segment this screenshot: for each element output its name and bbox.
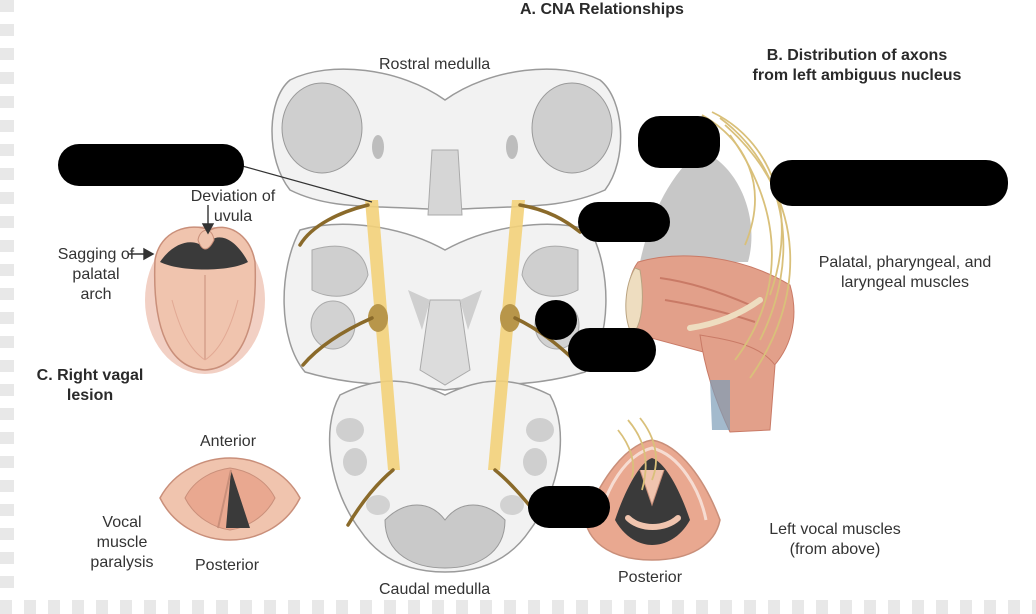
deviation-line1: Deviation of — [190, 188, 276, 205]
redaction-blob-2 — [638, 116, 720, 168]
sagging-line2: palatal — [72, 266, 120, 283]
title-c-line2: lesion — [66, 387, 114, 404]
posterior-left-label: Posterior — [195, 557, 260, 574]
caudal-medulla-section — [328, 380, 562, 573]
oral-cavity-illustration — [145, 226, 265, 374]
title-b-line1: B. Distribution of axons — [766, 47, 948, 64]
vocal-folds-paralysis — [159, 457, 301, 541]
checker-border-left — [0, 0, 14, 614]
deviation-arrow — [201, 205, 215, 235]
palatal-line1: Palatal, pharyngeal, and — [818, 254, 992, 271]
redaction-blob-5 — [535, 300, 577, 340]
redaction-blob-7 — [528, 486, 610, 528]
left-vocal-line2: (from above) — [789, 541, 881, 558]
left-vocal-muscles-label: Left vocal muscles (from above) — [745, 520, 925, 560]
sagging-line1: Sagging of — [57, 246, 135, 263]
deviation-of-uvula-label: Deviation of uvula — [178, 187, 288, 227]
title-c: C. Right vagal lesion — [30, 366, 150, 406]
vocal-folds-from-above — [584, 417, 721, 561]
palatal-line2: laryngeal muscles — [840, 274, 970, 291]
sagging-arrow — [128, 247, 155, 261]
left-vocal-line1: Left vocal muscles — [769, 521, 901, 538]
redaction-blob-3 — [770, 160, 1008, 206]
redaction-blob-1 — [58, 144, 244, 186]
pharynx-larynx-illustration — [625, 111, 795, 433]
caudal-medulla-label: Caudal medulla — [379, 581, 491, 598]
vocal-line2: muscle — [96, 534, 148, 551]
checker-border-bottom — [0, 600, 1036, 614]
nucleus-ambiguus-columns — [365, 200, 525, 470]
anterior-label: Anterior — [200, 433, 257, 450]
rostral-medulla-label: Rostral medulla — [379, 56, 491, 73]
redaction-blob-4 — [578, 202, 670, 242]
palatal-pharyngeal-laryngeal-label: Palatal, pharyngeal, and laryngeal muscl… — [790, 253, 1020, 293]
vocal-line3: paralysis — [90, 554, 154, 571]
vocal-line1: Vocal — [102, 514, 142, 531]
vocal-muscle-paralysis-label: Vocal muscle paralysis — [72, 513, 172, 573]
title-a: A. CNA Relationships — [520, 1, 684, 18]
title-c-line1: C. Right vagal — [36, 367, 144, 384]
leader-line — [234, 163, 373, 203]
sagging-line3: arch — [80, 286, 112, 303]
redaction-blob-6 — [568, 328, 656, 372]
posterior-right-label: Posterior — [618, 569, 683, 586]
deviation-line2: uvula — [213, 208, 253, 225]
title-b-line2: from left ambiguus nucleus — [752, 67, 962, 84]
rostral-medulla-section — [271, 68, 622, 216]
sagging-palatal-arch-label: Sagging of palatal arch — [46, 245, 146, 305]
title-b: B. Distribution of axons from left ambig… — [726, 46, 988, 86]
